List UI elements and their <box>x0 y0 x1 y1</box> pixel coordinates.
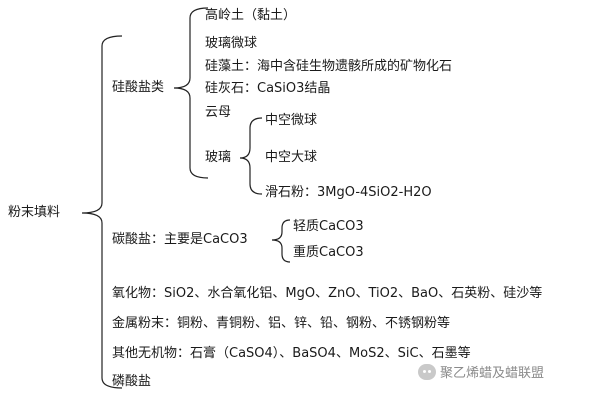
silicate-item-kaolin: 高岭土（黏土） <box>205 8 297 23</box>
silicate-item-diatomite: 硅藻土：海中含硅生物遗骸所成的矿物化石 <box>205 59 453 74</box>
glass-item-hollow-microsphere: 中空微球 <box>265 113 318 128</box>
carbonate-bracket <box>271 219 291 263</box>
category-metal-powders: 金属粉末：铜粉、青铜粉、铝、锌、铅、钢粉、不锈钢粉等 <box>112 316 451 331</box>
category-other-inorganics: 其他无机物：石膏（CaSO4）、BaSO4、MoS2、SiC、石墨等 <box>112 346 471 361</box>
silicate-item-glass-microsphere: 玻璃微球 <box>205 36 258 51</box>
watermark-text: 聚乙烯蜡及蜡联盟 <box>440 366 545 381</box>
root-label: 粉末填料 <box>8 205 61 220</box>
silicate-item-wollastonite: 硅灰石：CaSiO3结晶 <box>205 81 331 96</box>
carbonate-item-light: 轻质CaCO3 <box>293 219 364 234</box>
glass-item-talc: 滑石粉：3MgO-4SiO2-H2O <box>265 185 432 200</box>
carbonate-label: 碳酸盐：主要是CaCO3 <box>112 232 248 247</box>
watermark: 聚乙烯蜡及蜡联盟 <box>418 362 544 381</box>
silicate-item-glass: 玻璃 <box>205 150 232 165</box>
silicate-label: 硅酸盐类 <box>112 80 165 95</box>
category-oxides: 氧化物：SiO2、水合氧化铝、MgO、ZnO、TiO2、BaO、石英粉、硅沙等 <box>112 286 543 301</box>
silicate-item-mica: 云母 <box>205 105 232 120</box>
wechat-icon <box>418 363 436 380</box>
root-bracket <box>81 35 123 389</box>
glass-item-hollow-large-sphere: 中空大球 <box>265 150 318 165</box>
glass-bracket <box>239 117 263 195</box>
carbonate-item-heavy: 重质CaCO3 <box>293 245 364 260</box>
silicate-bracket <box>173 7 209 179</box>
category-phosphates: 磷酸盐 <box>112 374 152 389</box>
